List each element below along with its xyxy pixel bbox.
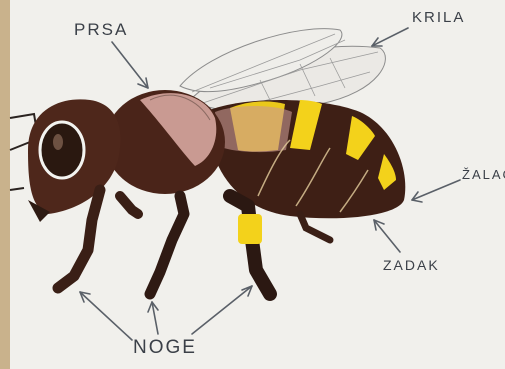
compound-eye (40, 122, 84, 178)
label-zalac: ŽALAC (462, 168, 505, 181)
pollen-basket (238, 214, 262, 244)
label-krila: KRILA (412, 10, 465, 25)
thorax (105, 90, 225, 194)
label-zadak: ZADAK (383, 258, 440, 272)
pink-wing-shadow (215, 106, 292, 152)
label-noge: NOGE (133, 338, 197, 357)
label-prsa: PRSA (74, 21, 128, 38)
board-edge (0, 0, 10, 369)
